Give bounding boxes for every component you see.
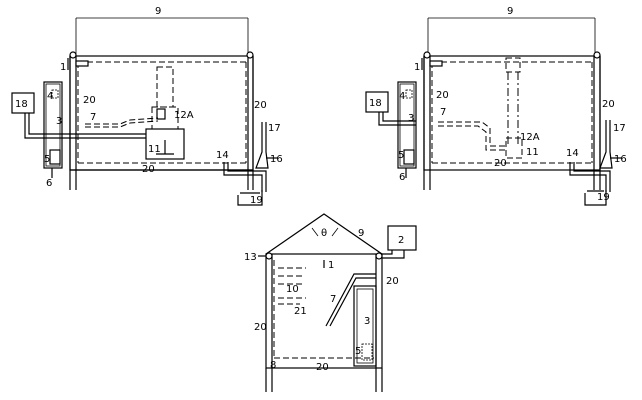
label-10: 10: [286, 284, 299, 295]
label-14: 14: [566, 148, 579, 159]
label-theta: θ: [321, 228, 327, 239]
label-3: 3: [408, 113, 414, 124]
label-11: 11: [148, 144, 161, 155]
label-1: 1: [60, 62, 66, 73]
panel-bottom: θ 9 13 1 2 20 10 21 20 7: [244, 213, 417, 392]
label-7: 7: [330, 294, 336, 305]
label-3: 3: [56, 116, 62, 127]
panel-top-right: 9 1 12A 11 7 3 4 5 6 18: [365, 6, 627, 206]
label-21: 21: [294, 306, 307, 317]
label-20a: 20: [436, 90, 449, 101]
label-12a: 12A: [520, 132, 540, 143]
label-11: 11: [526, 147, 539, 158]
label-3: 3: [364, 316, 370, 327]
label-16: 16: [614, 154, 627, 165]
label-7: 7: [440, 107, 446, 118]
label-16: 16: [270, 154, 283, 165]
label-5: 5: [398, 150, 404, 161]
label-5: 5: [44, 154, 50, 165]
label-18: 18: [369, 98, 382, 109]
label-9: 9: [155, 6, 161, 17]
label-19: 19: [597, 192, 610, 203]
label-5: 5: [355, 346, 361, 357]
label-20c: 20: [494, 158, 507, 169]
label-13: 13: [244, 252, 257, 263]
label-20b: 20: [254, 100, 267, 111]
label-20c: 20: [316, 362, 329, 373]
label-12a: 12A: [174, 110, 194, 121]
label-7: 7: [90, 112, 96, 123]
label-20a: 20: [254, 322, 267, 333]
label-9: 9: [358, 228, 364, 239]
label-20b: 20: [602, 99, 615, 110]
label-2: 2: [398, 235, 404, 246]
label-17: 17: [268, 123, 281, 134]
label-8: 8: [270, 360, 276, 371]
panel-top-left: 9 1 12A 11 7 3: [11, 6, 283, 206]
label-14: 14: [216, 150, 229, 161]
label-20b-right: 20: [386, 276, 399, 287]
label-17: 17: [613, 123, 626, 134]
label-20a: 20: [83, 95, 96, 106]
label-6: 6: [399, 172, 405, 183]
label-1: 1: [328, 260, 334, 271]
label-18: 18: [15, 99, 28, 110]
label-20c: 20: [142, 164, 155, 175]
label-4: 4: [399, 91, 405, 102]
label-9: 9: [507, 6, 513, 17]
label-19: 19: [250, 195, 263, 206]
label-1: 1: [414, 62, 420, 73]
label-4: 4: [47, 91, 53, 102]
label-6: 6: [46, 178, 52, 189]
